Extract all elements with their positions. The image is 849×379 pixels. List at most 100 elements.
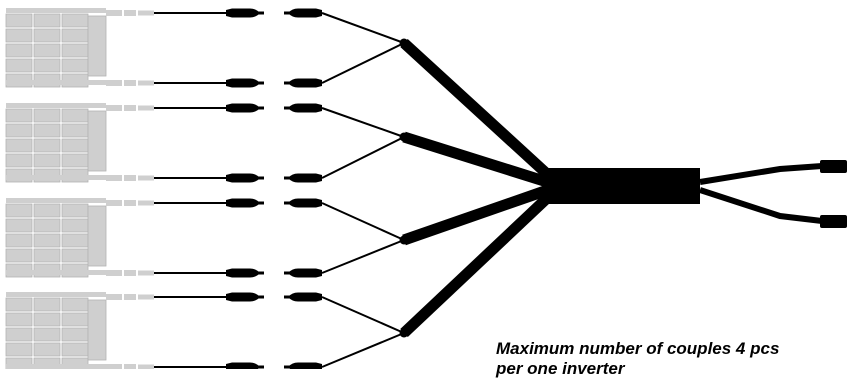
- female-connector: [284, 78, 322, 88]
- panel-cell: [61, 312, 89, 327]
- panel-lead-segment: [106, 294, 122, 300]
- panel-cell: [61, 108, 89, 123]
- panel-cell: [5, 13, 33, 28]
- panel-lead-segment: [106, 364, 122, 369]
- panel-lead-segment: [106, 175, 122, 181]
- panel-cell: [33, 153, 61, 168]
- connector-tip: [284, 365, 290, 369]
- panel-cell: [5, 312, 33, 327]
- connector-tip: [284, 271, 290, 275]
- female-connector: [284, 362, 322, 369]
- connector-body: [226, 103, 260, 113]
- panel-cell: [5, 28, 33, 43]
- connector-tip: [284, 106, 290, 110]
- panel-cell: [61, 123, 89, 138]
- panel-bottom-rail: [6, 80, 106, 85]
- male-connector: [226, 103, 264, 113]
- junction-box: [87, 15, 107, 77]
- branch-cable: [321, 42, 405, 84]
- connector-tip: [284, 201, 290, 205]
- female-connector: [284, 103, 322, 113]
- panel-cell: [33, 138, 61, 153]
- junction-box: [87, 205, 107, 267]
- male-connector: [226, 8, 264, 18]
- combined-cable: [402, 183, 554, 246]
- branch-junction: [399, 38, 409, 48]
- output-connector-2: [820, 215, 847, 228]
- panel-lead-segment: [106, 80, 122, 86]
- panel-cell: [5, 248, 33, 263]
- male-connector: [226, 173, 264, 183]
- connector-body: [288, 103, 322, 113]
- branch-cable: [321, 202, 405, 241]
- connector-body: [226, 292, 260, 302]
- connector-body: [226, 173, 260, 183]
- branch-cable: [321, 107, 405, 138]
- output-connector-1: [820, 160, 847, 173]
- panel-top-rail: [6, 198, 106, 203]
- solar-panel-1: [5, 8, 154, 88]
- panel-bottom-rail: [6, 270, 106, 275]
- connector-tip: [258, 106, 264, 110]
- panel-cell: [33, 233, 61, 248]
- branch-cable: [321, 239, 405, 274]
- connector-tip: [284, 11, 290, 15]
- panel-cell: [33, 297, 61, 312]
- connector-body: [226, 268, 260, 278]
- panel-lead-segment: [138, 10, 154, 16]
- panel-cell: [5, 43, 33, 58]
- panel-cell: [33, 58, 61, 73]
- panel-cell: [33, 342, 61, 357]
- caption-line-2: per one inverter: [496, 359, 625, 378]
- branch-connector-diagram: [5, 8, 847, 369]
- junction-box: [87, 299, 107, 361]
- panel-lead-segment: [106, 105, 122, 111]
- female-connector: [284, 173, 322, 183]
- panel-cell: [5, 297, 33, 312]
- branch-cable: [321, 332, 405, 368]
- panel-cell: [33, 43, 61, 58]
- connector-tip: [258, 176, 264, 180]
- panel-cell: [33, 203, 61, 218]
- connector-body: [288, 8, 322, 18]
- panel-cell: [61, 153, 89, 168]
- panel-cell: [33, 218, 61, 233]
- male-connector: [226, 268, 264, 278]
- panel-cell: [33, 327, 61, 342]
- panel-top-rail: [6, 8, 106, 13]
- female-connector: [284, 8, 322, 18]
- panel-lead-segment: [138, 105, 154, 111]
- female-connector: [284, 268, 322, 278]
- panel-cell: [33, 108, 61, 123]
- connector-body: [288, 292, 322, 302]
- panel-lead-segment: [138, 200, 154, 206]
- panel-cell: [61, 43, 89, 58]
- combined-cable: [400, 189, 556, 338]
- branch-cable: [321, 136, 405, 179]
- panel-lead-segment: [124, 10, 136, 16]
- panel-lead-segment: [124, 294, 136, 300]
- solar-panel-2: [5, 103, 154, 183]
- panel-lead-segment: [124, 105, 136, 111]
- connector-body: [226, 198, 260, 208]
- panel-bottom-rail: [6, 364, 106, 369]
- panel-cell: [33, 28, 61, 43]
- male-connector: [226, 292, 264, 302]
- panel-lead-segment: [124, 80, 136, 86]
- connector-tip: [258, 295, 264, 299]
- panel-cell: [5, 233, 33, 248]
- connector-tip: [258, 11, 264, 15]
- panel-cell: [5, 218, 33, 233]
- connector-tip: [258, 365, 264, 369]
- connector-tip: [284, 295, 290, 299]
- connector-tip: [284, 81, 290, 85]
- panel-cell: [33, 248, 61, 263]
- panel-cell: [5, 342, 33, 357]
- female-connector: [284, 198, 322, 208]
- solar-panel-3: [5, 198, 154, 278]
- panel-lead-segment: [124, 175, 136, 181]
- panel-cell: [61, 218, 89, 233]
- panel-lead-segment: [138, 175, 154, 181]
- panel-cell: [5, 138, 33, 153]
- panel-lead-segment: [124, 364, 136, 369]
